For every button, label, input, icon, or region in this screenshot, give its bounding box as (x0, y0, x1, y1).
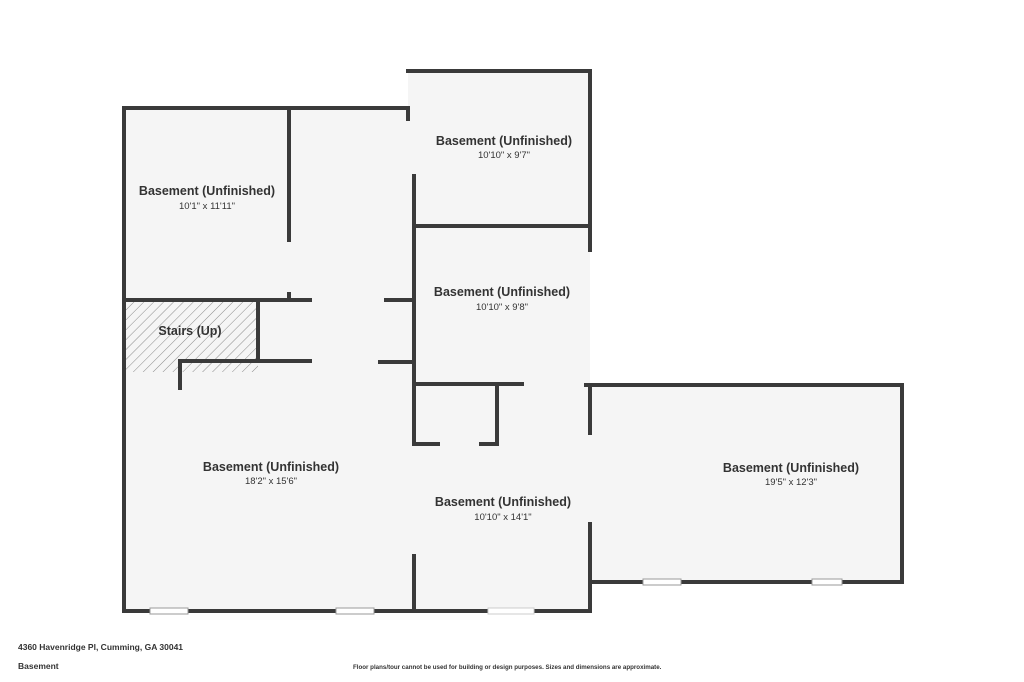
room-label-top-right: Basement (Unfinished) (436, 134, 572, 148)
room-label-top-left: Basement (Unfinished) (139, 184, 275, 198)
window (149, 607, 189, 615)
stairs-label: Stairs (Up) (158, 324, 221, 338)
door-opening (487, 607, 535, 615)
window (335, 607, 375, 615)
room-label-east: Basement (Unfinished) (723, 461, 859, 475)
room-dimensions-middle-right: 10'10" x 9'8" (476, 302, 528, 313)
floor-area (124, 71, 902, 611)
room-dimensions-top-right: 10'10" x 9'7" (478, 150, 530, 161)
floor-level-label: Basement (18, 661, 59, 671)
windows (149, 578, 843, 615)
room-dimensions-bottom-left: 18'2" x 15'6" (245, 476, 297, 487)
window (811, 578, 843, 586)
property-address: 4360 Havenridge Pl, Cumming, GA 30041 (18, 642, 184, 652)
window (642, 578, 682, 586)
walls (122, 69, 904, 613)
room-dimensions-top-left: 10'1" x 11'11" (179, 201, 235, 212)
room-dimensions-east: 19'5" x 12'3" (765, 477, 817, 488)
room-label-bottom-left: Basement (Unfinished) (203, 460, 339, 474)
room-label-bottom-center: Basement (Unfinished) (435, 495, 571, 509)
room-label-middle-right: Basement (Unfinished) (434, 285, 570, 299)
disclaimer-text: Floor plans/tour cannot be used for buil… (353, 664, 662, 671)
room-dimensions-bottom-center: 10'10" x 14'1" (474, 512, 531, 523)
